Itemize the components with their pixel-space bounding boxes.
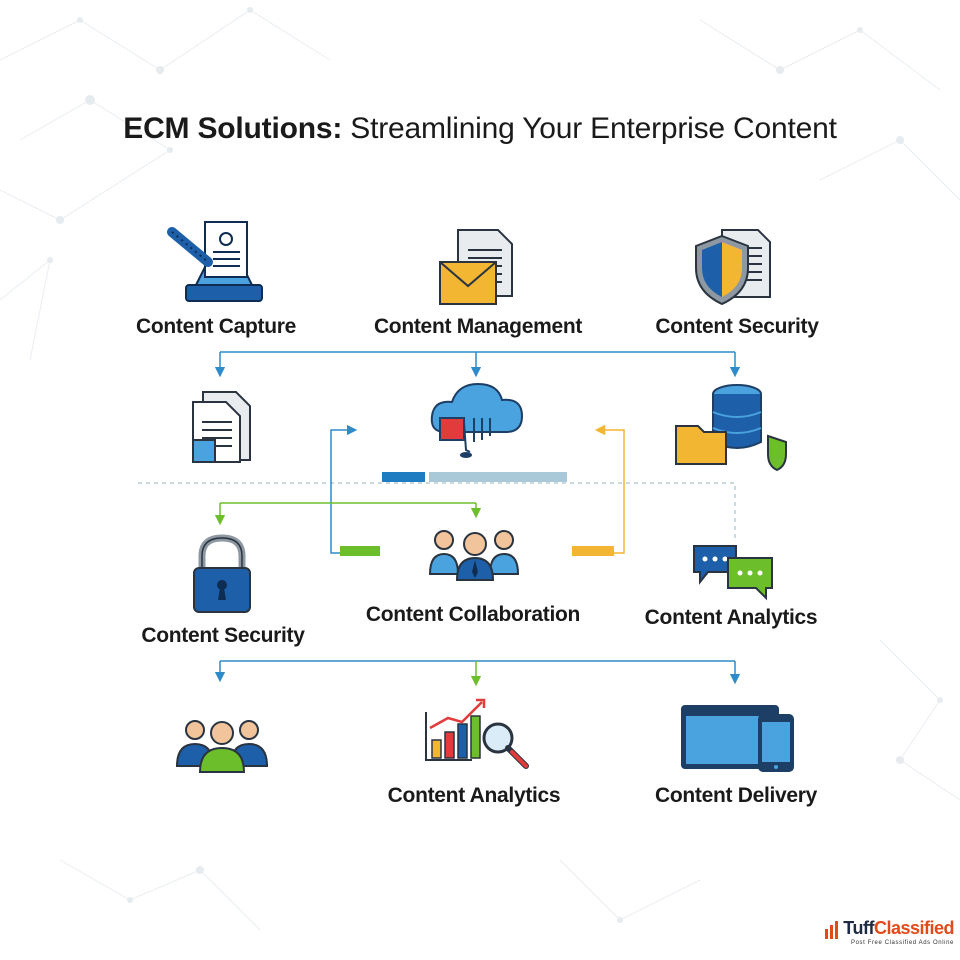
footer-logo: TuffClassified Post Free Classified Ads …: [824, 918, 955, 946]
team-icon: [428, 530, 520, 581]
database-folder-icon: [675, 384, 787, 472]
progress-bar-dark: [382, 472, 425, 482]
cloud-icon: [430, 382, 524, 458]
bottom-connector: [214, 660, 741, 687]
chat-bubbles-icon: [693, 545, 773, 601]
node-content-collaboration: Content Collaboration: [365, 603, 581, 626]
shield-document-icon: [695, 229, 771, 306]
right-loop-connector: [572, 424, 625, 556]
brand-dark: Tuff: [843, 918, 874, 938]
analytics-chart-icon: [425, 698, 529, 769]
node-content-security-mid: Content Security: [141, 624, 305, 647]
node-content-analytics-mid: Content Analytics: [644, 606, 818, 629]
documents-icon: [192, 391, 251, 463]
page-title: ECM Solutions: Streamlining Your Enterpr…: [0, 112, 960, 146]
progress-bar-light: [429, 472, 567, 482]
scanner-icon: [167, 221, 263, 302]
node-content-capture: Content Capture: [136, 315, 296, 338]
dashed-divider: [138, 482, 736, 540]
brand-tagline: Post Free Classified Ads Online: [851, 940, 954, 946]
people-group-icon: [175, 720, 269, 773]
mid-connector: [214, 502, 482, 526]
node-content-delivery: Content Delivery: [654, 784, 818, 807]
node-content-management: Content Management: [373, 315, 583, 338]
title-regular: Streamlining Your Enterprise Content: [342, 112, 837, 145]
bar-logo-icon: [825, 921, 839, 939]
left-loop-connector: [330, 424, 380, 556]
top-connector: [214, 351, 741, 378]
padlock-icon: [193, 534, 251, 613]
node-content-analytics-bottom: Content Analytics: [387, 784, 561, 807]
brand-name: TuffClassified: [824, 918, 955, 939]
devices-icon: [681, 705, 794, 772]
title-bold: ECM Solutions:: [123, 112, 343, 145]
envelope-documents-icon: [439, 229, 513, 305]
brand-accent: Classified: [873, 918, 955, 938]
node-content-security-top: Content Security: [655, 315, 819, 338]
